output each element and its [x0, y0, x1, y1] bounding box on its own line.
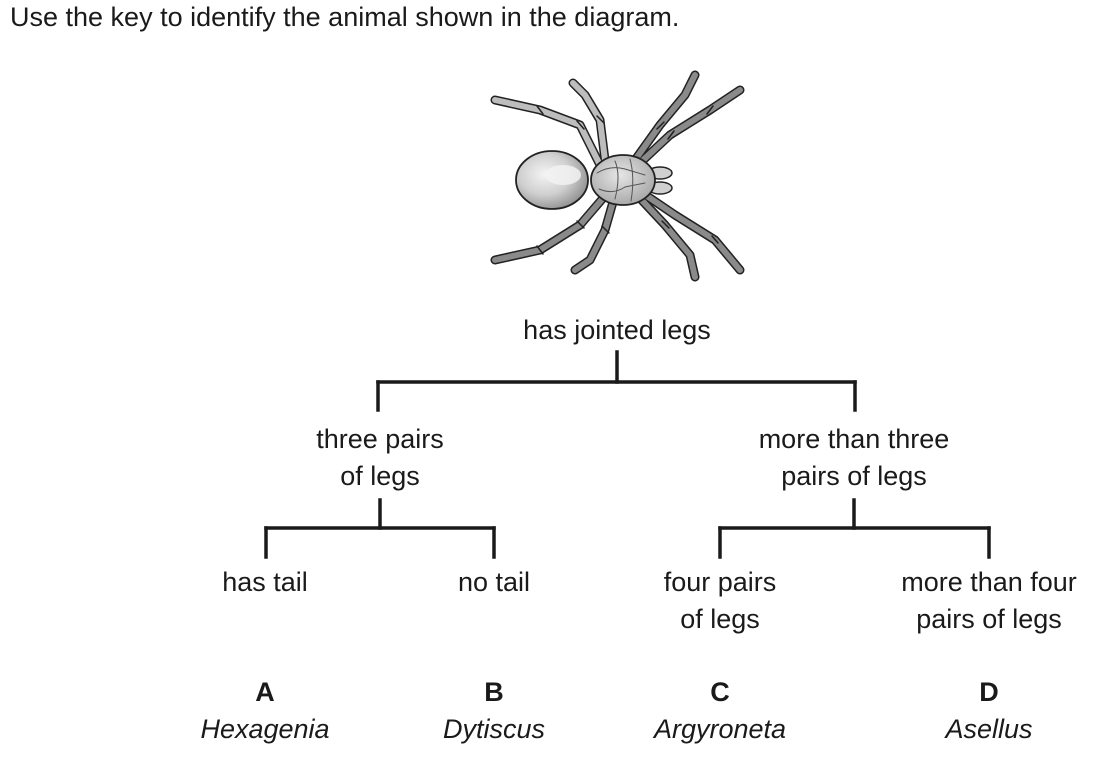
answer-species: Asellus — [945, 714, 1033, 744]
key-three-pairs-line2: of legs — [340, 461, 420, 491]
key-has-tail-label: has tail — [222, 567, 308, 597]
key-four-pairs: four pairs of legs — [664, 564, 777, 638]
answer-option-b[interactable]: B Dytiscus — [443, 675, 545, 749]
answer-option-d[interactable]: D Asellus — [945, 675, 1032, 749]
key-four-pairs-line2: of legs — [680, 604, 760, 634]
key-more-than-three: more than three pairs of legs — [759, 421, 950, 495]
key-more-than-four: more than four pairs of legs — [901, 564, 1077, 638]
key-no-tail-label: no tail — [457, 567, 531, 597]
key-more-than-three-line2: pairs of legs — [781, 461, 927, 491]
key-root-label: has jointed legs — [523, 315, 711, 345]
key-has-tail: has tail — [222, 564, 308, 601]
spider-illustration — [490, 70, 745, 282]
key-no-tail: no tail — [458, 564, 530, 601]
question-text: Use the key to identify the animal shown… — [10, 2, 680, 32]
key-more-than-three-line1: more than three — [758, 424, 950, 454]
answer-species: Dytiscus — [442, 714, 546, 744]
answer-option-a[interactable]: A Hexagenia — [200, 675, 329, 749]
answer-species: Argyroneta — [653, 714, 787, 744]
answer-species: Hexagenia — [200, 714, 330, 744]
key-four-pairs-line1: four pairs — [663, 567, 777, 597]
answer-option-c[interactable]: C Argyroneta — [654, 675, 786, 749]
key-more-than-four-line1: more than four — [901, 567, 1077, 597]
answer-letter: B — [484, 677, 504, 707]
answer-letter: D — [979, 677, 999, 707]
key-three-pairs-line1: three pairs — [316, 424, 444, 454]
answer-letter: C — [710, 677, 730, 707]
key-more-than-four-line2: pairs of legs — [916, 604, 1062, 634]
answer-letter: A — [255, 677, 275, 707]
key-root: has jointed legs — [523, 312, 711, 349]
key-three-pairs: three pairs of legs — [316, 421, 444, 495]
